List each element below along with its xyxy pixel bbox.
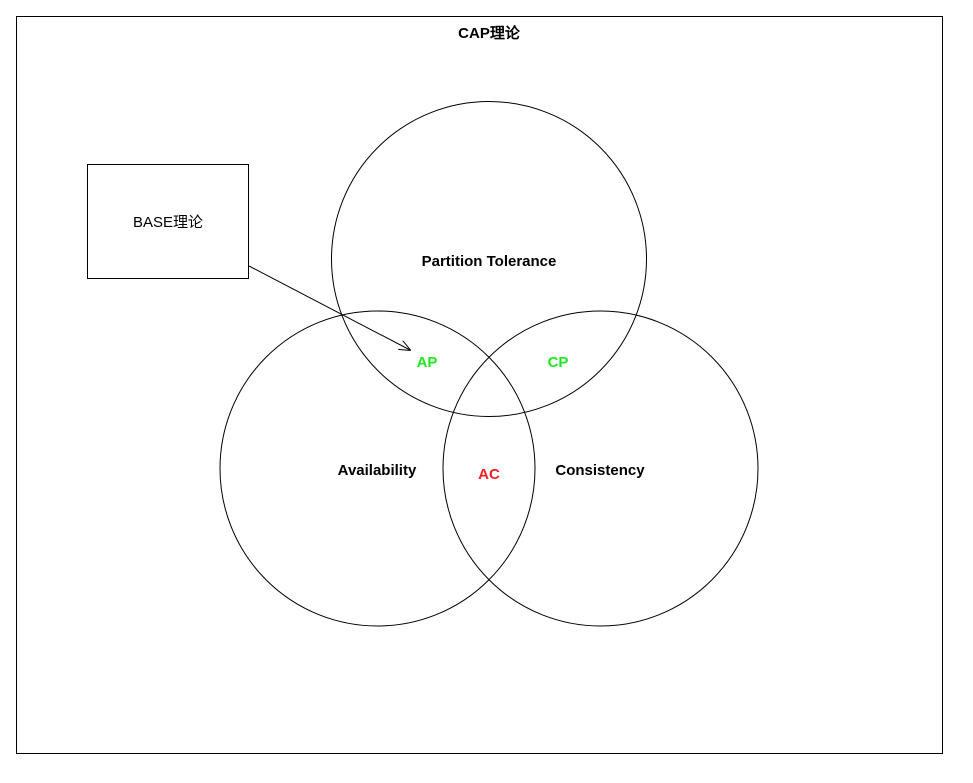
outer-frame <box>16 16 943 754</box>
consistency-label: Consistency <box>555 462 645 479</box>
base-theory-box <box>87 164 249 279</box>
availability-label: Availability <box>338 462 417 479</box>
consistency-circle <box>442 310 759 627</box>
ac-intersection-label: AC <box>478 466 500 483</box>
ap-intersection-label: AP <box>417 354 438 371</box>
diagram-title: CAP理论 <box>458 24 521 42</box>
cp-intersection-label: CP <box>548 354 569 371</box>
partition-tolerance-circle <box>331 101 647 417</box>
base-theory-label: BASE理论 <box>133 214 203 231</box>
availability-circle <box>219 310 536 627</box>
partition-tolerance-label: Partition Tolerance <box>422 253 557 270</box>
base-to-ap-arrow <box>248 265 410 350</box>
